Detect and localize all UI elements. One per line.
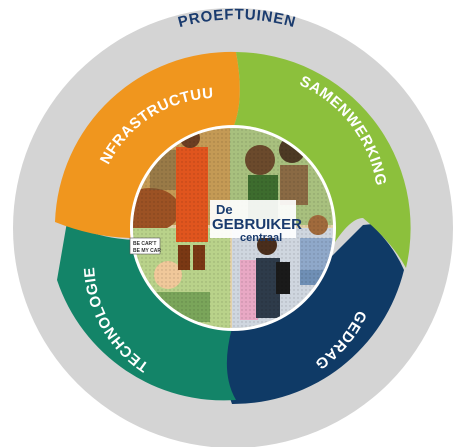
center-text-centraal: centraal — [240, 232, 282, 244]
center-text-gebruiker: GEBRUIKER — [212, 216, 302, 233]
center-text-de: De — [216, 202, 233, 217]
center-badge: De GEBRUIKER centraal — [210, 200, 302, 244]
road-sign: BE CAR'T BE MY CAR — [129, 237, 161, 255]
sign-line-2: BE MY CAR — [133, 248, 161, 254]
sign-line-1: BE CAR'T — [133, 241, 156, 247]
segment-gedrag — [225, 217, 404, 405]
segment-technologie — [57, 222, 236, 401]
segment-samenwerking — [233, 52, 411, 272]
segment-infrastructuur — [55, 51, 240, 238]
